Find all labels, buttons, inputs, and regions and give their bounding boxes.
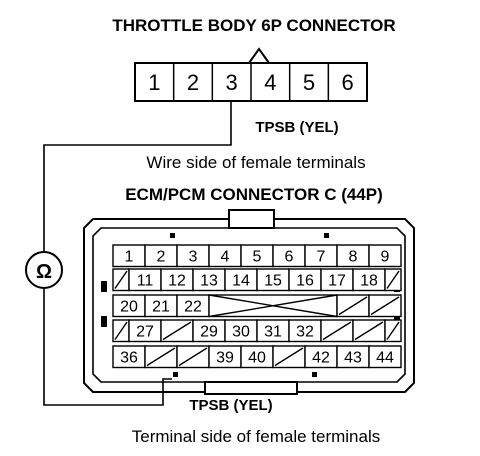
ecm-terminal-39: 39 [216, 350, 234, 367]
ecm-terminal-16: 16 [296, 273, 314, 290]
ecm-terminal-6: 6 [285, 249, 294, 266]
ohmmeter-icon: Ω [25, 251, 63, 289]
ecm-terminal-30: 30 [232, 324, 250, 341]
ecm-terminal-14: 14 [232, 273, 250, 290]
ecm-terminal-7: 7 [317, 249, 326, 266]
ecm-terminal-32: 32 [296, 324, 314, 341]
ecm-terminal-11: 11 [137, 273, 154, 290]
ecm-terminal-22: 22 [184, 299, 202, 316]
ecm-terminal-1: 1 [125, 249, 134, 266]
ecm-terminal-8: 8 [349, 249, 358, 266]
ecm-terminal-27: 27 [136, 324, 154, 341]
terminal-side-caption: Terminal side of female terminals [132, 427, 380, 446]
meter-wire-top [43, 101, 232, 252]
ecm-terminal-17: 17 [328, 273, 346, 290]
ecm-terminal-4: 4 [221, 249, 230, 266]
throttle-pin-2: 2 [187, 70, 199, 95]
ecm-terminal-2: 2 [157, 249, 166, 266]
ecm-terminal-29: 29 [200, 324, 218, 341]
throttle-pin-3: 3 [226, 70, 238, 95]
meter-wiring: Ω [25, 101, 232, 406]
ecm-terminal-18: 18 [360, 273, 378, 290]
throttle-pin-4: 4 [264, 70, 276, 95]
ecm-wire-label: TPSB (YEL) [189, 397, 272, 414]
meter-wire-bottom [43, 288, 172, 406]
throttle-connector-title: THROTTLE BODY 6P CONNECTOR [112, 16, 395, 35]
ecm-terminal-43: 43 [344, 350, 362, 367]
ecm-terminal-15: 15 [264, 273, 282, 290]
throttle-pin-5: 5 [303, 70, 315, 95]
ecm-terminal-42: 42 [312, 350, 330, 367]
wire-side-caption: Wire side of female terminals [146, 153, 365, 172]
throttle-pin-6: 6 [342, 70, 354, 95]
ecm-terminal-20: 20 [120, 299, 138, 316]
ecm-terminal-44: 44 [376, 350, 394, 367]
throttle-wire-label: TPSB (YEL) [255, 119, 338, 136]
ecm-terminal-12: 12 [168, 273, 186, 290]
ecm-terminal-36: 36 [120, 350, 138, 367]
ecm-terminal-21: 21 [152, 299, 170, 316]
ecm-terminal-13: 13 [200, 273, 218, 290]
throttle-connector: 1 2 3 4 5 6 [134, 47, 368, 102]
ecm-terminal-5: 5 [253, 249, 262, 266]
ecm-terminal-31: 31 [264, 324, 282, 341]
throttle-pin-1: 1 [148, 70, 160, 95]
ecm-terminal-3: 3 [189, 249, 198, 266]
ohm-symbol: Ω [36, 261, 52, 283]
ecm-connector-title: ECM/PCM CONNECTOR C (44P) [125, 185, 383, 204]
ecm-terminal-9: 9 [381, 249, 390, 266]
ecm-terminal-40: 40 [248, 350, 266, 367]
